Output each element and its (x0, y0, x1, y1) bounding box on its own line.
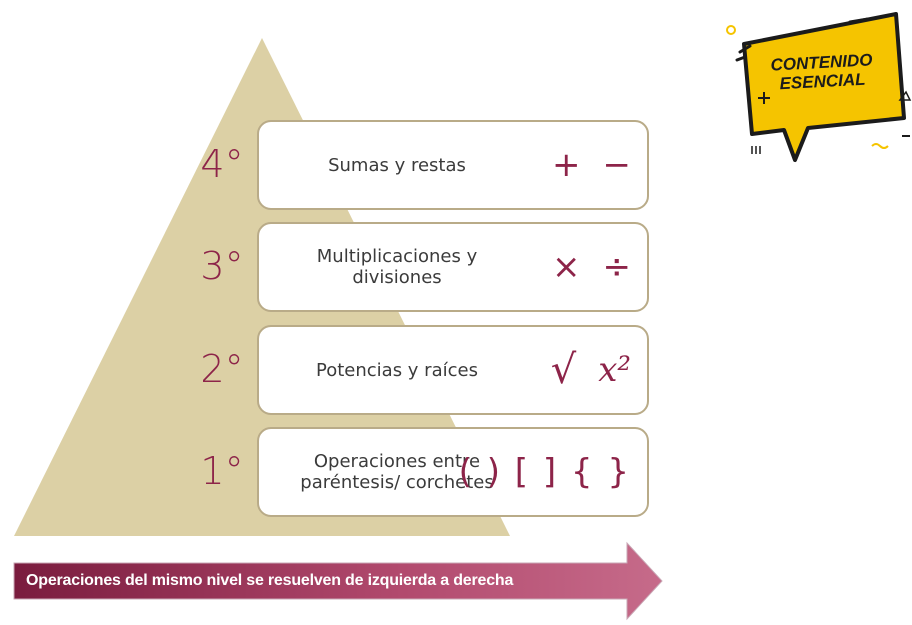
level-1-box: Operaciones entre paréntesis/ corchetes … (257, 427, 649, 517)
level-3-rank: 3° (200, 244, 244, 288)
brackets-icon: ( ) [ ] { } (458, 452, 631, 492)
level-4-box: Sumas y restas + − (257, 120, 649, 210)
square-root-icon: √ (550, 347, 577, 393)
level-1-label-line1: Operaciones entre (313, 451, 481, 472)
level-3-label-line1: Multiplicaciones y (316, 246, 478, 267)
level-4-rank: 4° (200, 142, 244, 186)
level-1-symbols: ( ) [ ] { } (459, 429, 631, 515)
level-1-label: Operaciones entre paréntesis/ corchetes (277, 429, 517, 515)
level-2-label: Potencias y raíces (316, 359, 478, 381)
level-4-label: Sumas y restas (328, 154, 466, 176)
level-3-label: Multiplicaciones y divisiones (277, 224, 517, 310)
minus-icon: − (602, 145, 632, 185)
level-1-rank: 1° (200, 449, 244, 493)
level-2-rank: 2° (200, 347, 244, 391)
level-2-box: Potencias y raíces √ x² (257, 325, 649, 415)
level-3-box: Multiplicaciones y divisiones × ÷ (257, 222, 649, 312)
level-4-symbols: + − (552, 122, 631, 208)
multiply-icon: × (552, 247, 581, 287)
badge-text: CONTENIDO ESENCIAL (751, 49, 893, 94)
level-2-symbols: √ x² (551, 327, 631, 413)
divide-icon: ÷ (602, 247, 632, 287)
arrow-text: Operaciones del mismo nivel se resuelven… (26, 572, 514, 589)
level-1-label-line2: paréntesis/ corchetes (300, 472, 494, 493)
level-3-symbols: × ÷ (552, 224, 631, 310)
plus-icon: + (552, 145, 581, 185)
level-3-label-line2: divisiones (352, 267, 442, 288)
x-squared-icon: x² (598, 350, 631, 390)
